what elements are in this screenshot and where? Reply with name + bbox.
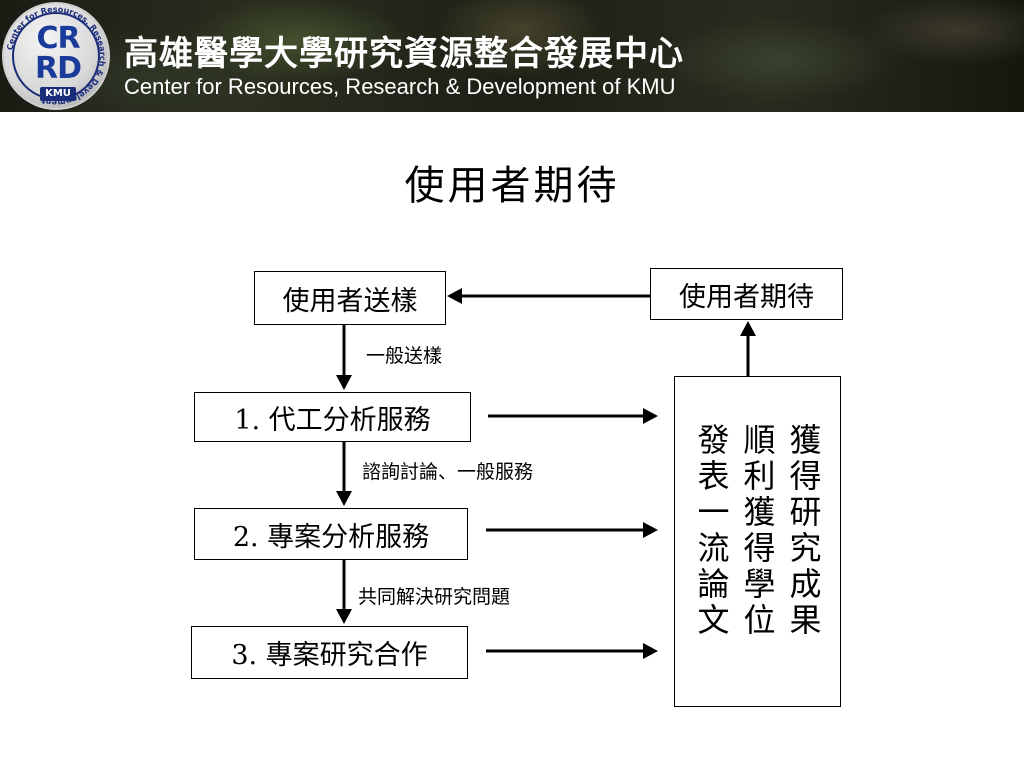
arrow-results-to-expectation <box>740 321 756 376</box>
logo-rd: RD <box>34 51 82 86</box>
results-columns: 獲得研究成果 順利獲得學位 發表一流論文 <box>675 423 840 639</box>
arrow-sample-to-step1 <box>336 325 352 390</box>
node-user-sample: 使用者送樣 <box>254 271 446 325</box>
arrow-step1-to-step2 <box>336 442 352 506</box>
arrow-step2-to-results <box>486 522 658 538</box>
edge-label-consultation: 諮詢討論、一般服務 <box>362 461 534 483</box>
result-research-outcome: 獲得研究成果 <box>784 423 823 639</box>
arrow-step1-to-results <box>488 408 658 424</box>
node-user-expectation: 使用者期待 <box>650 268 843 320</box>
banner-title-chinese: 高雄醫學大學研究資源整合發展中心 <box>124 34 684 74</box>
result-publication: 發表一流論文 <box>692 423 731 639</box>
edge-label-general-sample: 一般送樣 <box>366 345 443 367</box>
edge-label-joint-problem-solving: 共同解決研究問題 <box>358 586 511 608</box>
result-degree: 順利獲得學位 <box>738 423 777 639</box>
arrow-expectation-to-sample <box>447 288 650 304</box>
arrow-step3-to-results <box>486 643 658 659</box>
banner-title-english: Center for Resources, Research & Develop… <box>124 74 676 99</box>
logo-cr: CR <box>36 21 80 56</box>
header-banner: Center for Resources, Research & Develop… <box>0 0 1024 112</box>
arrow-step2-to-step3 <box>336 560 352 624</box>
slide-title: 使用者期待 <box>404 163 620 209</box>
node-step3-research-cooperation: 3. 專案研究合作 <box>191 626 468 679</box>
node-step1-contract-analysis: 1. 代工分析服務 <box>194 392 471 442</box>
node-results: 獲得研究成果 順利獲得學位 發表一流論文 <box>674 376 841 707</box>
crrd-logo: Center for Resources, Research & Develop… <box>2 2 110 110</box>
node-step2-project-analysis: 2. 專案分析服務 <box>194 508 468 560</box>
logo-kmu-badge: KMU <box>40 87 76 101</box>
